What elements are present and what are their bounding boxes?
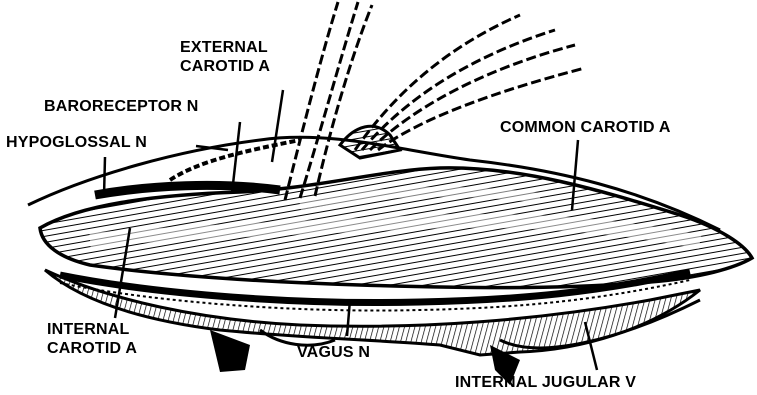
label-hypoglossal-text: HYPOGLOSSAL N <box>6 133 147 152</box>
label-external-carotid: EXTERNAL CAROTID A <box>180 38 270 76</box>
label-hypoglossal: HYPOGLOSSAL N <box>6 133 147 152</box>
label-internal-carotid: INTERNAL CAROTID A <box>47 320 137 358</box>
label-external-carotid-line1: EXTERNAL <box>180 38 270 57</box>
label-common-carotid: COMMON CAROTID A <box>500 118 671 137</box>
label-vagus: VAGUS N <box>297 343 370 362</box>
label-baroreceptor: BARORECEPTOR N <box>44 97 199 116</box>
label-internal-jugular-text: INTERNAL JUGULAR V <box>455 373 636 392</box>
lower-tissue-left <box>210 330 250 372</box>
label-internal-carotid-line2: CAROTID A <box>47 339 137 358</box>
label-external-carotid-line2: CAROTID A <box>180 57 270 76</box>
label-common-carotid-text: COMMON CAROTID A <box>500 118 671 137</box>
label-internal-carotid-line1: INTERNAL <box>47 320 137 339</box>
label-internal-jugular: INTERNAL JUGULAR V <box>455 373 636 392</box>
label-vagus-text: VAGUS N <box>297 343 370 362</box>
label-baroreceptor-text: BARORECEPTOR N <box>44 97 199 116</box>
